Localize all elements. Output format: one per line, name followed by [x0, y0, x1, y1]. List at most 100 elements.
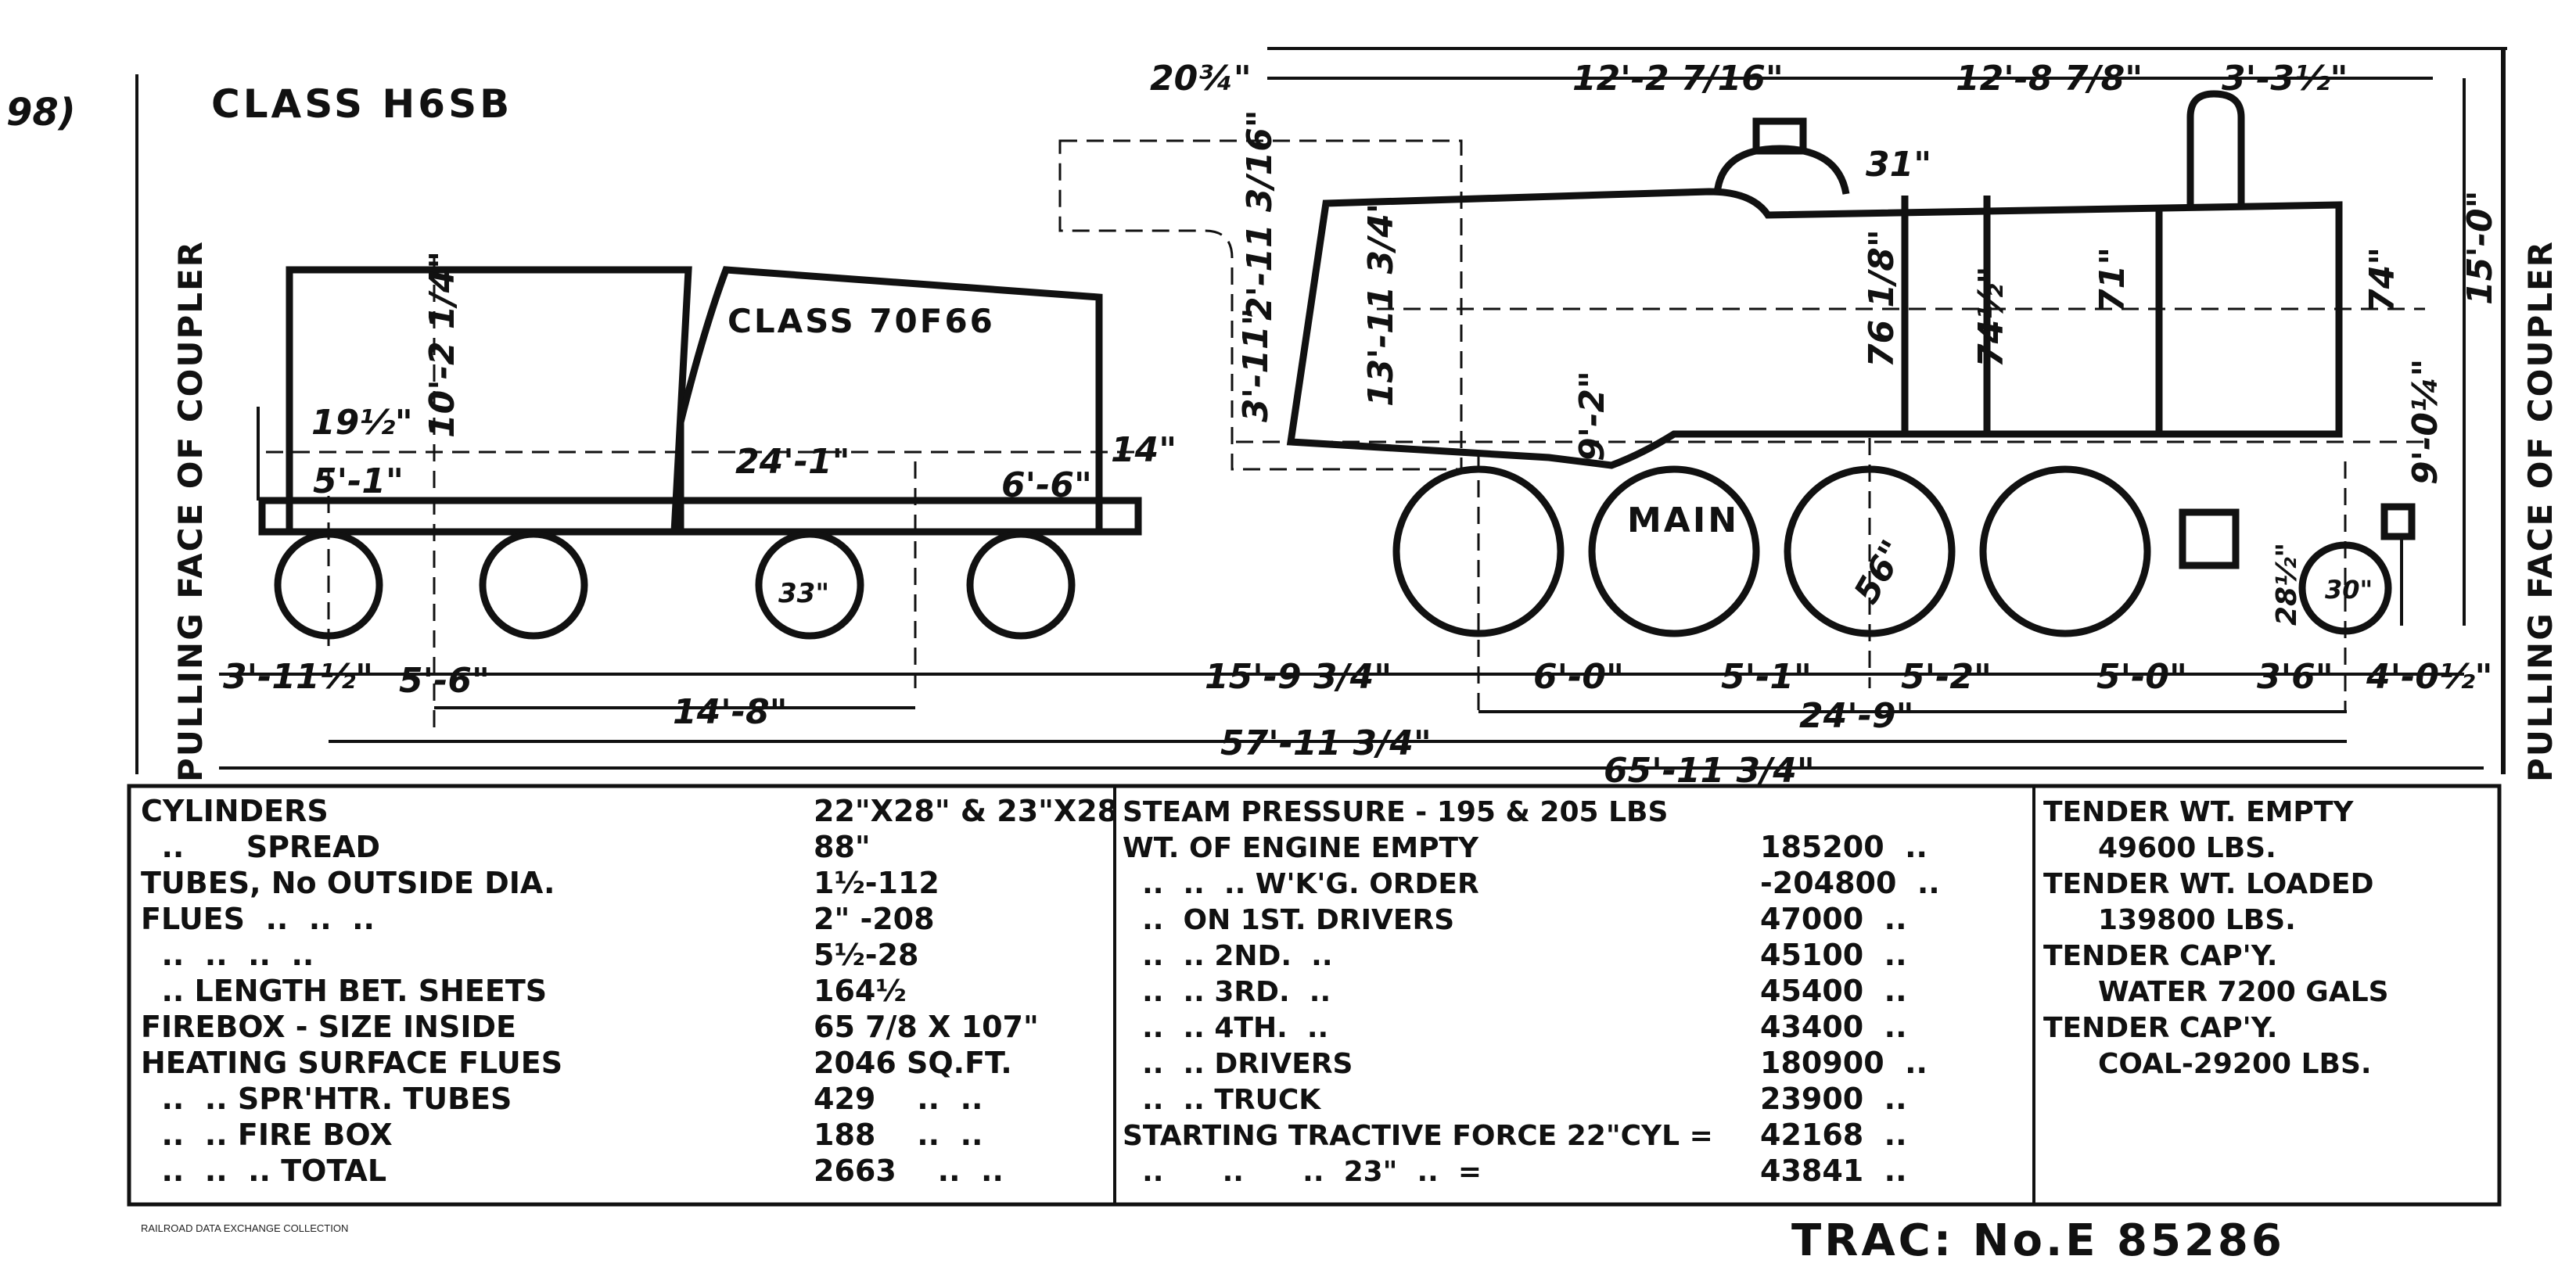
spec-left-label: .. .. .. .. — [141, 938, 314, 972]
tender-wheel-3 — [755, 530, 864, 640]
dim-label: 4'-0½" — [2366, 657, 2492, 697]
pulling-face-label-right: PULLING FACE OF COUPLER — [2521, 240, 2560, 782]
tender-frame — [258, 497, 1142, 536]
spec-mid-label: STARTING TRACTIVE FORCE 22"CYL = — [1123, 1120, 1713, 1152]
dim-label: 3'6" — [2257, 657, 2333, 697]
dim-label: 15'-9 3/4" — [1205, 657, 1392, 697]
spec-mid-value: 43841 .. — [1760, 1154, 1907, 1188]
spec-column-right: TENDER WT. EMPTY 49600 LBS. TENDER WT. LOA… — [2043, 796, 2389, 1080]
dim-label: 31" — [1866, 145, 1931, 185]
spec-right-line: TENDER CAP'Y. — [2043, 940, 2277, 972]
pulling-face-label-left: PULLING FACE OF COUPLER — [171, 240, 210, 782]
dim-label: 5'-2" — [1901, 657, 1992, 697]
boiler-outline — [1286, 188, 2343, 469]
dim-label: 19½" — [311, 403, 413, 443]
spec-mid-label: .. .. .. W'K'G. ORDER — [1123, 868, 1479, 900]
spec-left-value: 88" — [814, 830, 871, 864]
spec-left-value: 429 .. .. — [814, 1082, 983, 1116]
spec-mid-label: .. .. TRUCK — [1123, 1084, 1321, 1116]
spec-left-label: .. .. SPR'HTR. TUBES — [141, 1082, 512, 1116]
spec-left-value: 2" -208 — [814, 902, 935, 936]
dim-label: 9'-2" — [1572, 371, 1612, 461]
spec-right-line: COAL-29200 LBS. — [2098, 1048, 2372, 1080]
spec-left-value: 164½ — [814, 974, 907, 1008]
tracing-number: TRAC: No.E 85286 — [1791, 1215, 2285, 1266]
spec-mid-value: -204800 .. — [1760, 866, 1940, 900]
dim-label: 3'-11½" — [223, 657, 373, 697]
tender-drawing — [258, 258, 1142, 727]
dim-label: 14" — [1111, 430, 1177, 470]
tender-class-title: CLASS 70F66 — [728, 302, 995, 340]
spec-left-value: 22"X28" & 23"X28 — [814, 794, 1118, 828]
spec-left-label: FIREBOX - SIZE INSIDE — [141, 1010, 516, 1044]
dim-label: 5'-6" — [399, 661, 490, 701]
spec-mid-value: 45100 .. — [1760, 938, 1907, 972]
spec-mid-label: .. .. .. 23" .. = — [1123, 1156, 1482, 1188]
spec-left-label: .. SPREAD — [141, 830, 380, 864]
dim-label: 15'-0" — [2460, 190, 2500, 305]
spec-left-value: 5½-28 — [814, 938, 918, 972]
dim-label: 13'-11 3/4" — [1361, 196, 1401, 407]
dim-label: 2'-11 3/16" — [1240, 109, 1280, 321]
tender-wheel-2 — [479, 530, 588, 640]
dim-label: 24'-9" — [1799, 696, 1914, 736]
tender-rear-tank — [677, 266, 1103, 536]
spec-right-line: 139800 LBS. — [2098, 904, 2296, 936]
spec-mid-value: 185200 .. — [1760, 830, 1928, 864]
spec-left-label: .. .. FIRE BOX — [141, 1118, 393, 1152]
dim-label: 28½" — [2271, 543, 2303, 626]
spec-mid-label: .. .. 4TH. .. — [1123, 1012, 1328, 1044]
spec-left-label: .. .. .. TOTAL — [141, 1154, 386, 1188]
dim-label: 57'-11 3/4" — [1220, 723, 1432, 763]
spec-mid-value: 180900 .. — [1760, 1046, 1928, 1080]
spec-left-label: HEATING SURFACE FLUES — [141, 1046, 562, 1080]
spec-right-line: 49600 LBS. — [2098, 832, 2276, 864]
dim-label: 10'-2 1/4" — [422, 251, 462, 438]
spec-mid-label: .. .. DRIVERS — [1123, 1048, 1353, 1080]
spec-mid-label: STEAM PRESSURE - 195 & 205 LBS — [1123, 796, 1668, 828]
spec-mid-value: 42168 .. — [1760, 1118, 1907, 1152]
dim-label: 14'-8" — [673, 692, 788, 732]
dim-label: 24'-1" — [735, 442, 850, 482]
spec-table-border — [127, 784, 2502, 1207]
dim-label: 12'-8 7/8" — [1956, 59, 2143, 99]
cylinder-box — [2179, 508, 2240, 569]
dim-label: 56" — [1846, 533, 1913, 610]
locomotive-drawing — [1058, 90, 2433, 712]
dim-label: 20¾" — [1150, 59, 1252, 99]
pilot-step — [2380, 503, 2416, 540]
dim-label: 6'-6" — [1001, 465, 1092, 505]
spec-left-value: 2046 SQ.FT. — [814, 1046, 1012, 1080]
spec-right-line: TENDER WT. LOADED — [2043, 868, 2374, 900]
driver-wheel-4 — [1979, 465, 2151, 637]
dim-label: 71" — [2093, 247, 2132, 313]
spec-left-value: 188 .. .. — [814, 1118, 983, 1152]
spec-mid-value: 47000 .. — [1760, 902, 1907, 936]
spec-left-value: 65 7/8 X 107" — [814, 1010, 1039, 1044]
dim-label: 6'-0" — [1533, 657, 1624, 697]
dim-label: 5'-1" — [313, 461, 404, 501]
dim-label: 74½" — [1971, 266, 2011, 368]
dim-label: 30" — [2325, 575, 2373, 605]
page-reference: 98) — [6, 91, 76, 135]
cab-outline — [1058, 139, 1463, 471]
spec-mid-value: 45400 .. — [1760, 974, 1907, 1008]
spec-left-label: FLUES .. .. .. — [141, 902, 375, 936]
dim-label: 9'-0¼" — [2405, 359, 2445, 485]
spec-right-line: TENDER WT. EMPTY — [2043, 796, 2354, 828]
spec-left-value: 2663 .. .. — [814, 1154, 1004, 1188]
dimension-labels: 20¾" 12'-2 7/16" 12'-8 7/8" 3'-3½" 31" 1… — [223, 59, 2500, 791]
spec-mid-value: 23900 .. — [1760, 1082, 1907, 1116]
spec-mid-label: .. .. 3RD. .. — [1123, 976, 1331, 1008]
tender-wheel-4 — [966, 530, 1076, 640]
dim-label: 12'-2 7/16" — [1572, 59, 1784, 99]
spec-mid-label: .. .. 2ND. .. — [1123, 940, 1333, 972]
dome-top — [1752, 117, 1807, 155]
spec-right-line: WATER 7200 GALS — [2098, 976, 2389, 1008]
spec-mid-value: 43400 .. — [1760, 1010, 1907, 1044]
main-driver-label: MAIN — [1627, 501, 1739, 540]
engine-class-title: CLASS H6SB — [211, 81, 512, 127]
spec-left-label: .. LENGTH BET. SHEETS — [141, 974, 547, 1008]
